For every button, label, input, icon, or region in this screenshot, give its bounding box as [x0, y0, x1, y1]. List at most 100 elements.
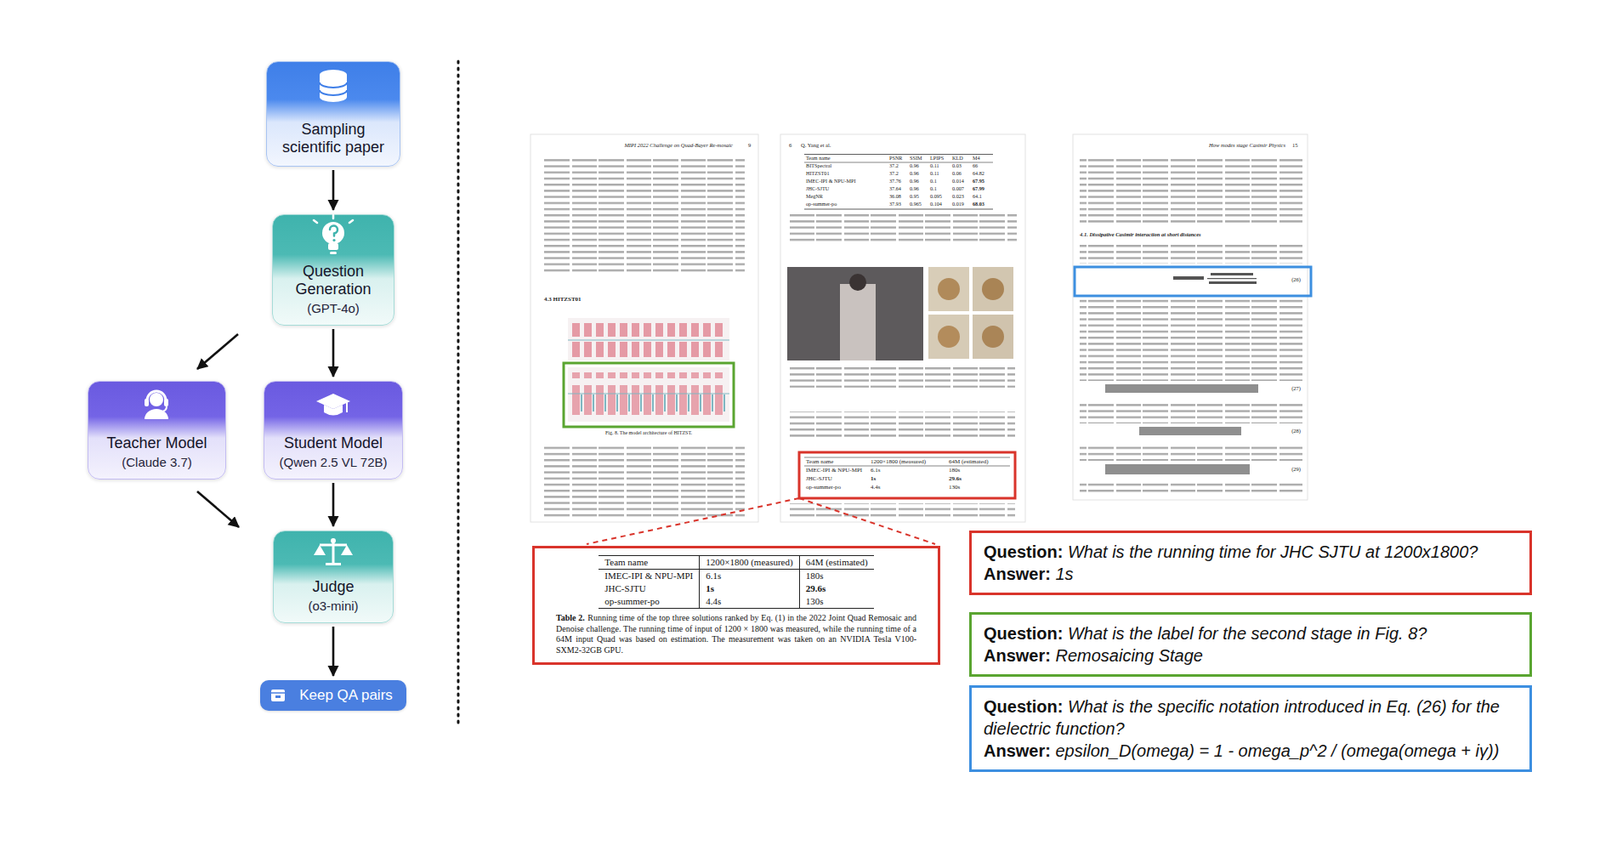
table-grid: Team name1200×1800 (measured)64M (estima…	[598, 555, 874, 609]
caption-lines	[787, 212, 1017, 245]
table-cell: 29.6s	[800, 582, 874, 596]
page-sheet	[780, 134, 1026, 522]
page-text: Q. Yang et al.	[800, 142, 831, 149]
graduation-cap-icon	[316, 393, 351, 416]
body-text-lines	[544, 443, 745, 517]
page-text: MIPI 2022 Challenge on Quad-Bayer Re-mos…	[624, 142, 733, 149]
table-cell: 0.1	[930, 178, 937, 184]
table-cell: 64.82	[972, 170, 985, 176]
table-cell: JHC-SJTU	[805, 476, 833, 483]
table-cell: 37.76	[889, 178, 902, 184]
box-title: Student Model	[283, 434, 383, 454]
model-name: (Claude 3.7)	[121, 454, 193, 471]
body-text-lines	[1079, 482, 1303, 495]
page-text: 15	[1292, 142, 1299, 149]
bear-thumbnail	[928, 314, 970, 359]
qa-line: Answer:epsilon_D(omega) = 1 - omega_p^2 …	[983, 739, 1518, 762]
pill-label: Keep QA pairs	[299, 686, 393, 704]
page-text: 6	[788, 142, 792, 149]
table-cell: IMEC-IPI & NPU-MPI	[598, 569, 700, 583]
generator-box: Question Generation(GPT-4o)	[272, 214, 395, 326]
table-cell: 67.95	[972, 178, 985, 184]
table-cell: Team name	[598, 556, 700, 570]
table-cell: 0.019	[952, 201, 965, 207]
table-cell: 64M (estimated)	[948, 459, 988, 466]
photo-person	[839, 283, 876, 361]
bear-head	[981, 325, 1005, 348]
body-text-lines	[544, 156, 745, 274]
zoom-leader	[799, 498, 936, 545]
qa-box: Question:What is the specific notation i…	[969, 685, 1532, 772]
table-cell: 4.4s	[870, 484, 880, 491]
flow-arrow	[332, 626, 335, 676]
model-name: (Qwen 2.5 VL 72B)	[278, 454, 387, 471]
model-name: (o3-mini)	[307, 598, 358, 614]
qa-text: epsilon_D(omega) = 1 - omega_p^2 / (omeg…	[1055, 741, 1500, 761]
model-name: (GPT-4o)	[306, 300, 360, 317]
box-title: Question Generation	[279, 262, 387, 300]
equation-ink	[1139, 426, 1242, 436]
page-text: (26)	[1291, 277, 1301, 284]
box-title: Teacher Model	[106, 434, 207, 454]
table-cell: 180s	[948, 467, 960, 474]
table-rule	[804, 457, 1010, 459]
table-cell: 0.095	[930, 193, 942, 199]
page-text: (27)	[1291, 385, 1301, 392]
flow-arrow	[197, 334, 239, 369]
equation-ink	[1208, 281, 1257, 284]
qa-box: Question:What is the label for the secon…	[969, 612, 1532, 677]
table-cell: SSIM	[909, 155, 922, 161]
caption-lines	[787, 365, 1016, 388]
equation-ink	[1173, 276, 1204, 280]
lightbulb-icon	[313, 215, 353, 255]
table-cell: 0.95	[909, 193, 920, 199]
table-cell: 0.11	[930, 163, 940, 169]
page-text: 4.1. Dissipative Casimir interaction at …	[1079, 232, 1202, 239]
table-caption: Table 2.Running time of the top three so…	[556, 612, 917, 656]
table-cell: Team name	[805, 459, 834, 466]
table-cell: 4.4s	[699, 595, 800, 608]
table-rule	[804, 153, 993, 155]
table-cell: JHC-SJTU	[598, 582, 700, 596]
photo-thumbnail	[787, 266, 924, 361]
bear-head	[937, 278, 960, 301]
table-cell: MegNR	[805, 193, 823, 199]
table-cell: 0.1	[930, 186, 937, 192]
table-cell: JHC-SJTU	[805, 186, 829, 192]
equation-ink	[1210, 272, 1254, 276]
qa-text: What is the label for the second stage i…	[1067, 624, 1427, 643]
table-rule	[804, 209, 993, 210]
table-cell: 37.93	[889, 201, 902, 207]
qa-lead: Answer:	[983, 741, 1051, 761]
bear-head	[937, 325, 960, 348]
table-cell: op-summer-po	[598, 595, 700, 608]
table-cell: 66	[972, 163, 978, 169]
flow-arrow	[197, 491, 239, 528]
table-cell: KLD	[952, 155, 964, 161]
qa-lead: Answer:	[983, 646, 1051, 665]
figure-panel	[567, 367, 730, 422]
qa-lead: Question:	[983, 542, 1063, 562]
flow-arrow	[332, 170, 335, 210]
teacher-box: Teacher Model(Claude 3.7)	[87, 380, 227, 480]
table-cell: 0.104	[930, 201, 942, 207]
body-text-lines	[1079, 243, 1303, 264]
body-text-lines	[787, 411, 1016, 441]
table-cell: 0.007	[952, 186, 965, 192]
caption-text: Running time of the top three solutions …	[556, 612, 917, 655]
table-cell: M4	[972, 155, 981, 161]
dotted-separator	[457, 61, 460, 725]
scales-icon	[313, 538, 353, 566]
qa-line: Question:What is the running time for JH…	[983, 540, 1518, 563]
highlight-rect	[1074, 266, 1311, 296]
table-cell: 0.03	[952, 163, 962, 169]
table-rule	[804, 162, 993, 164]
bear-thumbnail	[972, 314, 1014, 359]
table-cell: 64M (estimated)	[800, 556, 874, 570]
network-wire	[567, 340, 730, 341]
qa-text: What is the running time for JHC SJTU at…	[1067, 542, 1478, 562]
table-cell: 0.96	[909, 186, 920, 192]
table-cell: 64.1	[972, 193, 982, 199]
body-text-lines	[1079, 401, 1303, 424]
